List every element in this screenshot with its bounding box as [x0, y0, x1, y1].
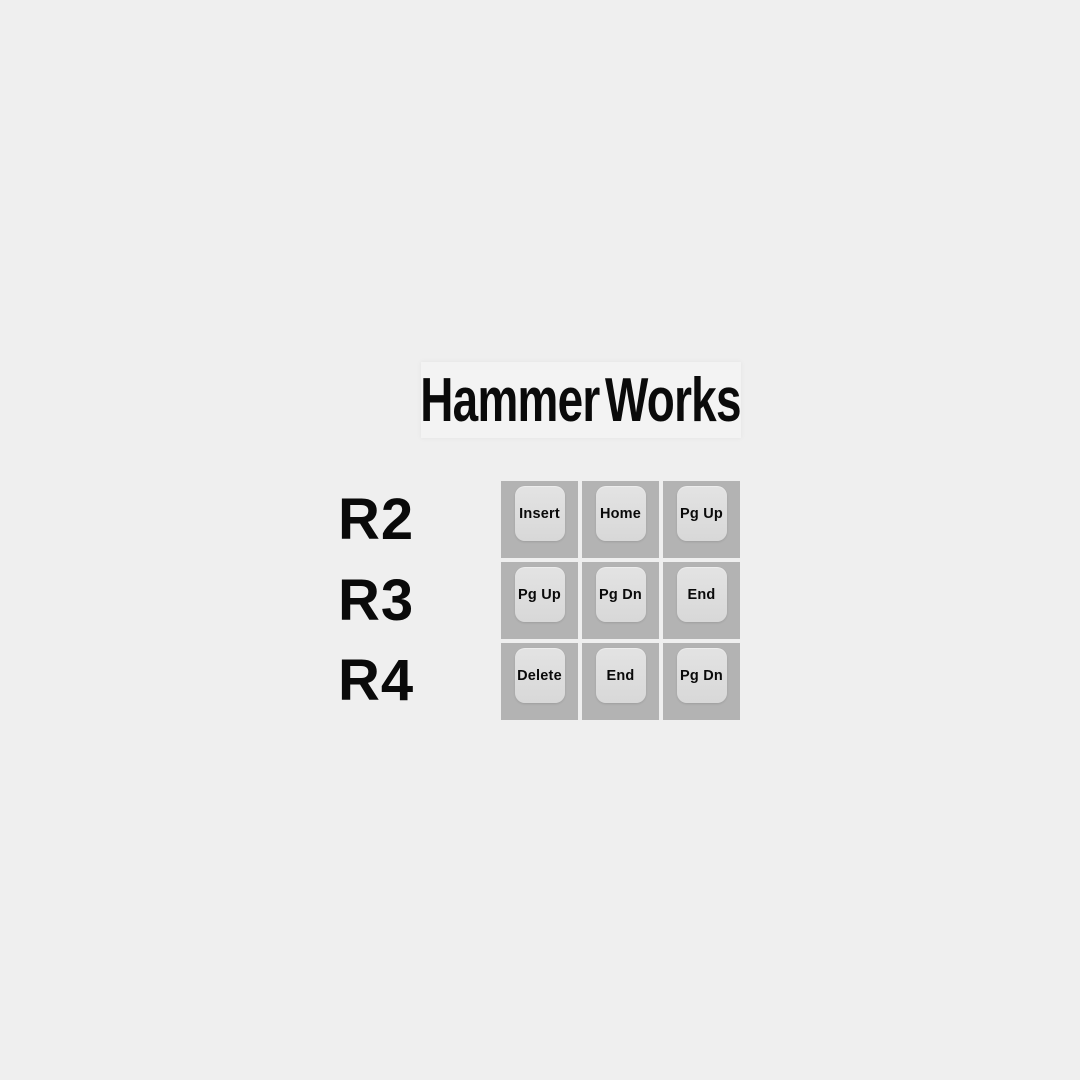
keycap-r3-pgdn: Pg Dn: [582, 562, 659, 639]
keycap-r3-pgup: Pg Up: [501, 562, 578, 639]
keycap-legend: Insert: [519, 505, 560, 522]
row-label-r3: R3: [338, 568, 415, 633]
keycap-r2-home: Home: [582, 481, 659, 558]
keycap-legend: Pg Up: [518, 586, 561, 603]
keycap-r2-pgup: Pg Up: [663, 481, 740, 558]
keycap-top: End: [676, 567, 727, 622]
keycap-legend: Delete: [517, 667, 562, 684]
keycap-r4-end: End: [582, 643, 659, 720]
keycap-legend: End: [687, 586, 716, 603]
keycap-top: End: [595, 648, 646, 703]
keycap-grid: Insert Home Pg Up Pg Up Pg Dn End: [501, 481, 740, 720]
brand-banner: Hammer Works: [420, 362, 742, 438]
keycap-r2-insert: Insert: [501, 481, 578, 558]
row-label-r4: R4: [338, 648, 415, 713]
keycap-legend: Pg Up: [680, 505, 723, 522]
keycap-top: Pg Dn: [595, 567, 646, 622]
keycap-legend: Home: [599, 505, 642, 522]
keycap-top: Insert: [514, 486, 565, 541]
row-label-r2: R2: [338, 487, 415, 552]
keycap-top: Pg Dn: [676, 648, 727, 703]
keycap-r4-delete: Delete: [501, 643, 578, 720]
keycap-r4-pgdn: Pg Dn: [663, 643, 740, 720]
keycap-top: Delete: [514, 648, 565, 703]
keycap-legend: Pg Dn: [599, 586, 642, 603]
keycap-top: Home: [595, 486, 646, 541]
keycap-top: Pg Up: [676, 486, 727, 541]
brand-title: Hammer Works: [420, 365, 742, 435]
keycap-top: Pg Up: [514, 567, 565, 622]
keycap-r3-end: End: [663, 562, 740, 639]
keycap-legend: End: [606, 667, 635, 684]
keycap-legend: Pg Dn: [680, 667, 723, 684]
